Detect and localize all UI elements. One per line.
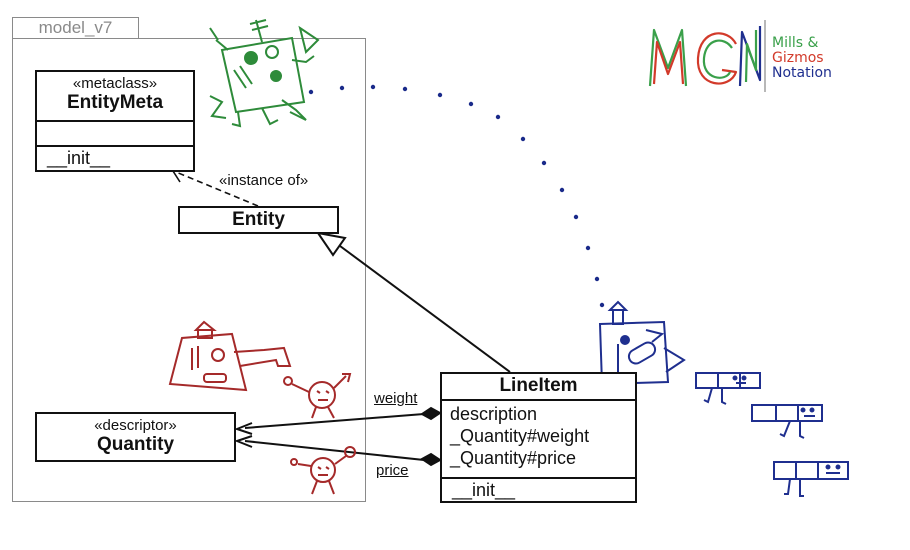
blue-robot-icon-2 (751, 404, 823, 439)
weight-composition (234, 406, 442, 435)
logo-line-3: Notation (772, 65, 832, 81)
logo-line-2: Gizmos (772, 50, 824, 66)
attribute-quantity-price: _Quantity#price (450, 448, 577, 468)
package-name: model_v7 (38, 18, 113, 37)
class-name: LineItem (499, 375, 578, 396)
attributes-compartment: description _Quantity#weight _Quantity#p… (442, 399, 635, 477)
blue-robot-icon (695, 372, 761, 405)
operations-compartment: __init__ (37, 145, 193, 170)
red-creature-icon-2 (290, 446, 356, 495)
class-entity[interactable]: Entity (178, 206, 339, 234)
attributes-compartment (37, 120, 193, 145)
class-quantity[interactable]: «descriptor» Quantity (35, 412, 236, 462)
attribute-quantity-weight: _Quantity#weight (450, 426, 590, 446)
logo-caption: Mills & Gizmos Notation (772, 36, 832, 81)
class-name: Quantity (96, 434, 175, 455)
package-frame (12, 38, 366, 502)
logo-line-1: Mills & (772, 35, 819, 51)
red-creature-icon (283, 373, 352, 419)
operation-init: __init__ (47, 148, 111, 168)
green-gizmo-icon (209, 19, 320, 128)
blue-gizmo-icon (598, 300, 686, 386)
stereotype-label: «metaclass» (72, 75, 158, 92)
stereotype-label: «descriptor» (94, 417, 177, 434)
dotted-arc (308, 84, 605, 308)
instance-of-label: «instance of» (219, 172, 309, 189)
weight-role-label: weight (374, 390, 418, 407)
price-composition (234, 435, 442, 467)
class-name: Entity (232, 209, 285, 230)
package-name-tab: model_v7 (12, 17, 139, 39)
operations-compartment: __init__ (442, 477, 635, 501)
class-entity-meta[interactable]: «metaclass» EntityMeta __init__ (35, 70, 195, 172)
attribute-description: description (450, 404, 538, 424)
class-name: EntityMeta (66, 92, 164, 113)
blue-robot-icon-3 (773, 461, 849, 497)
red-gizmo-icon (168, 320, 292, 392)
generalization-arrow (315, 231, 511, 373)
class-line-item[interactable]: LineItem description _Quantity#weight _Q… (440, 372, 637, 503)
price-role-label: price (376, 462, 409, 479)
mgn-logo-icon (648, 20, 766, 92)
operation-init: __init__ (452, 480, 516, 500)
